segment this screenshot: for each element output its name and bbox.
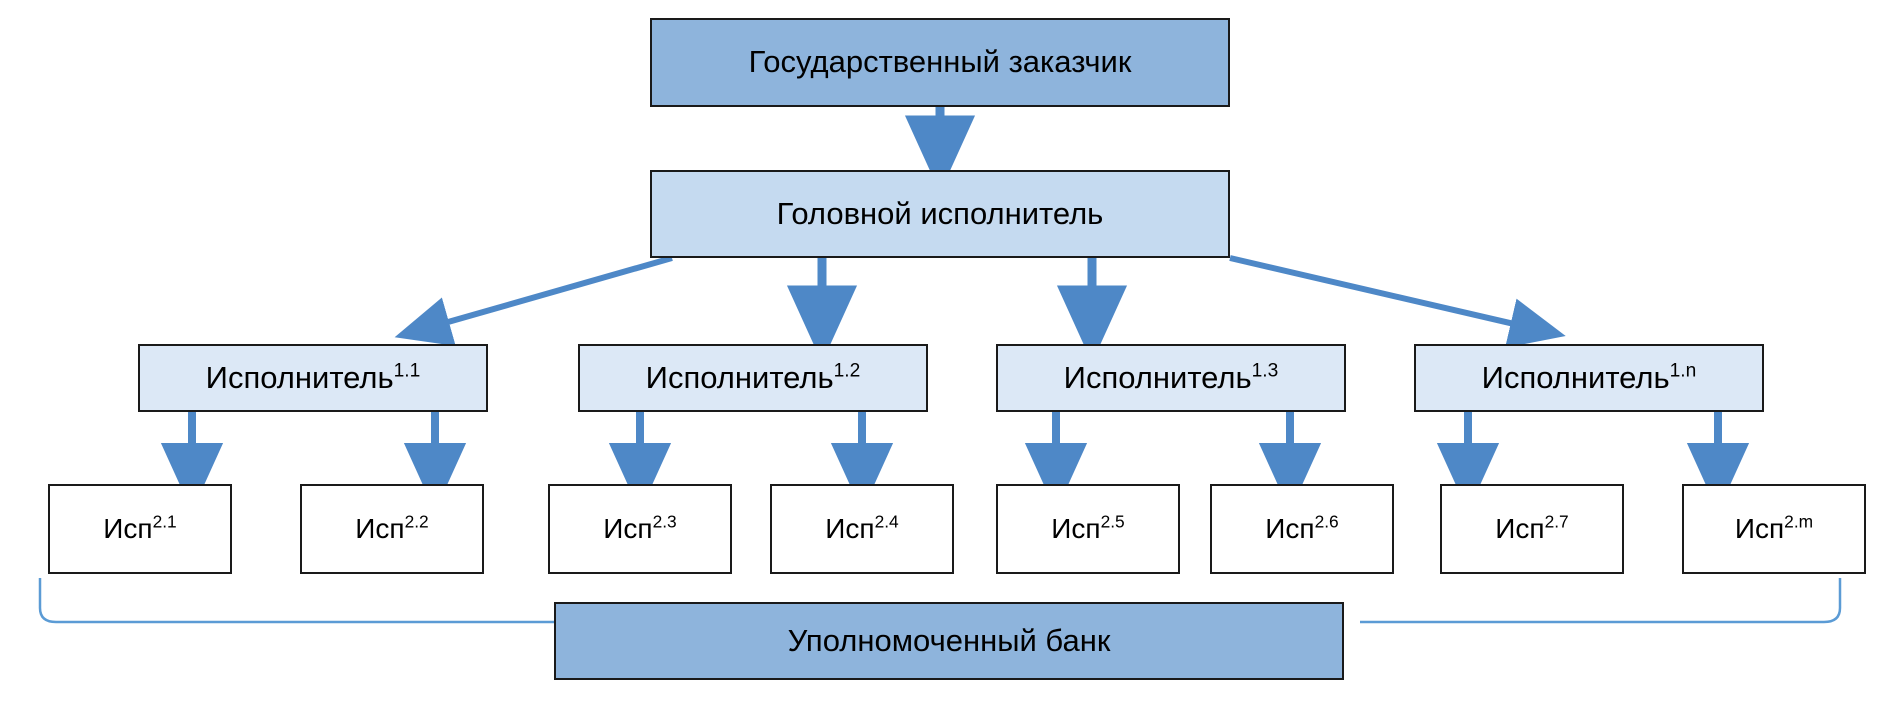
node-sub-executor-2-6-superscript: 2.6 [1314, 511, 1339, 532]
node-sub-executor-2-4-superscript: 2.4 [874, 511, 899, 532]
node-sub-executor-2-m-label: Исп [1734, 513, 1785, 545]
node-executor-1-1-superscript: 1.1 [393, 360, 421, 382]
edge-prime-to-executor-4 [1229, 255, 1566, 348]
node-sub-executor-2-1-label: Исп [103, 513, 153, 545]
node-sub-executor-2-2[interactable]: Исп2.2 [300, 484, 484, 574]
node-executor-1-2[interactable]: Исполнитель1.2 [578, 344, 928, 412]
node-sub-executor-2-6-label: Исп [1265, 513, 1315, 545]
node-sub-executor-2-3-superscript: 2.3 [652, 511, 677, 532]
node-sub-executor-2-5[interactable]: Исп2.5 [996, 484, 1180, 574]
node-executor-1-3-label: Исполнитель [1063, 359, 1252, 395]
node-executor-1-3[interactable]: Исполнитель1.3 [996, 344, 1346, 412]
node-state-customer[interactable]: Государственный заказчик [650, 18, 1230, 107]
node-executor-1-1-label: Исполнитель [205, 359, 394, 395]
node-authorized-bank[interactable]: Уполномоченный банк [554, 602, 1344, 680]
node-executor-1-n-label: Исполнитель [1481, 359, 1670, 395]
node-executor-1-3-superscript: 1.3 [1251, 360, 1279, 382]
node-executor-1-n[interactable]: Исполнитель1.n [1414, 344, 1764, 412]
node-sub-executor-2-2-superscript: 2.2 [404, 511, 429, 532]
node-sub-executor-2-4-label: Исп [825, 513, 875, 545]
node-sub-executor-2-4[interactable]: Исп2.4 [770, 484, 954, 574]
node-sub-executor-2-5-label: Исп [1051, 513, 1101, 545]
node-sub-executor-2-1[interactable]: Исп2.1 [48, 484, 232, 574]
node-executor-1-n-superscript: 1.n [1669, 360, 1697, 382]
node-sub-executor-2-3[interactable]: Исп2.3 [548, 484, 732, 574]
node-prime-executor-label: Головной исполнитель [776, 195, 1104, 231]
node-sub-executor-2-1-superscript: 2.1 [152, 511, 177, 532]
node-prime-executor[interactable]: Головной исполнитель [650, 170, 1230, 258]
node-sub-executor-2-m[interactable]: Исп2.m [1682, 484, 1866, 574]
node-sub-executor-2-2-label: Исп [355, 513, 405, 545]
node-executor-1-1[interactable]: Исполнитель1.1 [138, 344, 488, 412]
edge-prime-to-executor-1 [394, 255, 673, 346]
node-sub-executor-2-m-superscript: 2.m [1784, 511, 1814, 532]
node-sub-executor-2-7[interactable]: Исп2.7 [1440, 484, 1624, 574]
node-sub-executor-2-7-superscript: 2.7 [1544, 511, 1569, 532]
node-authorized-bank-label: Уполномоченный банк [787, 622, 1111, 658]
node-sub-executor-2-6[interactable]: Исп2.6 [1210, 484, 1394, 574]
node-executor-1-2-label: Исполнитель [645, 359, 834, 395]
node-sub-executor-2-5-superscript: 2.5 [1100, 511, 1125, 532]
node-sub-executor-2-7-label: Исп [1495, 513, 1545, 545]
node-executor-1-2-superscript: 1.2 [833, 360, 861, 382]
node-state-customer-label: Государственный заказчик [748, 44, 1132, 80]
node-sub-executor-2-3-label: Исп [603, 513, 653, 545]
